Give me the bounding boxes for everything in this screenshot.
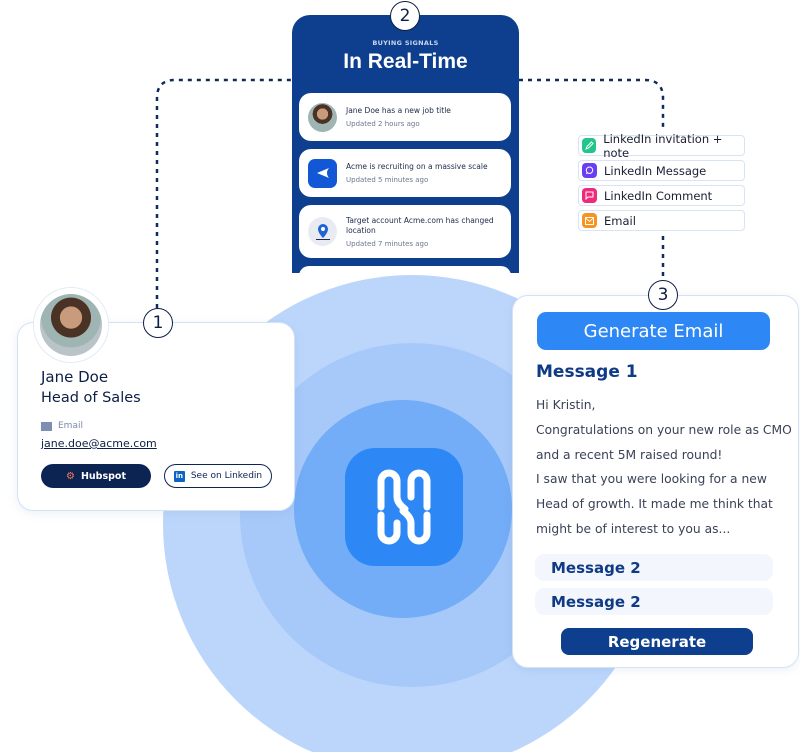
message-line: might be of interest to you as... xyxy=(536,522,731,536)
email-link[interactable]: jane.doe@acme.com xyxy=(41,437,157,450)
channel-label: Email xyxy=(604,213,636,228)
comment-icon xyxy=(582,188,597,203)
app-logo xyxy=(345,448,463,566)
message-line: and a recent 5M raised round! xyxy=(536,448,723,462)
message-line: Hi Kristin, xyxy=(536,398,596,412)
see-on-linkedin-button[interactable]: in See on Linkedin xyxy=(164,464,272,488)
email-label: Email xyxy=(41,421,83,431)
megaphone-icon xyxy=(308,158,337,188)
email-label-text: Email xyxy=(58,421,83,431)
profile-avatar-ring xyxy=(33,287,109,363)
signal-title: Target account Acme.com has changed loca… xyxy=(346,215,494,235)
step-badge-2: 2 xyxy=(390,1,420,31)
linkedin-label: See on Linkedin xyxy=(190,471,263,481)
signals-kicker: BUYING SIGNALS xyxy=(372,39,439,47)
channel-email[interactable]: Email xyxy=(578,210,745,231)
step-badge-1: 1 xyxy=(143,308,173,338)
hubspot-label: Hubspot xyxy=(80,470,126,482)
profile-avatar xyxy=(40,294,102,356)
hubspot-icon: ⚙ xyxy=(65,470,75,482)
step-badge-3: 3 xyxy=(648,280,678,310)
signal-time: Updated 5 minutes ago xyxy=(346,176,429,184)
profile-role: Head of Sales xyxy=(41,390,141,406)
email-generator-card: Generate Email Message 1 Hi Kristin, Con… xyxy=(512,295,799,668)
envelope-icon xyxy=(582,213,597,228)
hubspot-button[interactable]: ⚙ Hubspot xyxy=(41,464,151,488)
signal-item[interactable]: Target account Acme.com has changed loca… xyxy=(299,205,511,258)
signal-item[interactable]: Acme is recruiting on a massive scale Up… xyxy=(299,149,511,197)
avatar-photo xyxy=(308,102,337,132)
channel-label: LinkedIn Message xyxy=(604,163,707,178)
signal-item[interactable]: Jane Doe has a new job title Updated 2 h… xyxy=(299,93,511,141)
signal-time: Updated 7 minutes ago xyxy=(346,239,429,248)
channel-linkedin-invitation[interactable]: LinkedIn invitation + note xyxy=(578,132,745,160)
chat-bubble-icon xyxy=(582,163,597,178)
channel-label: LinkedIn Comment xyxy=(604,188,713,203)
location-pin-icon xyxy=(308,217,337,246)
generate-email-button[interactable]: Generate Email xyxy=(537,312,770,350)
message-2-row[interactable]: Message 2 xyxy=(535,588,773,615)
message-1-title: Message 1 xyxy=(536,362,638,382)
message-line: Congratulations on your new role as CMO xyxy=(536,423,792,437)
message-line: I saw that you were looking for a new xyxy=(536,472,767,486)
channel-linkedin-comment[interactable]: LinkedIn Comment xyxy=(578,185,745,206)
signal-time: Updated 2 hours ago xyxy=(346,120,420,128)
message-line: Head of growth. It made me think that xyxy=(536,497,773,511)
buying-signals-panel: BUYING SIGNALS In Real-Time Jane Doe has… xyxy=(292,15,519,273)
signals-title: In Real-Time xyxy=(343,50,468,73)
pencil-icon xyxy=(582,138,597,153)
signal-title: Acme is recruiting on a massive scale xyxy=(346,162,488,171)
message-2-row[interactable]: Message 2 xyxy=(535,554,773,581)
signal-title: Jane Doe has a new job title xyxy=(346,106,451,115)
linkedin-icon: in xyxy=(173,470,185,482)
channel-linkedin-message[interactable]: LinkedIn Message xyxy=(578,160,745,181)
profile-name: Jane Doe xyxy=(41,368,109,386)
link-chain-logo-icon xyxy=(377,469,431,545)
channel-label: LinkedIn invitation + note xyxy=(603,131,723,160)
envelope-icon xyxy=(41,421,52,431)
signal-item-partial xyxy=(299,266,511,273)
regenerate-button[interactable]: Regenerate xyxy=(561,628,753,655)
